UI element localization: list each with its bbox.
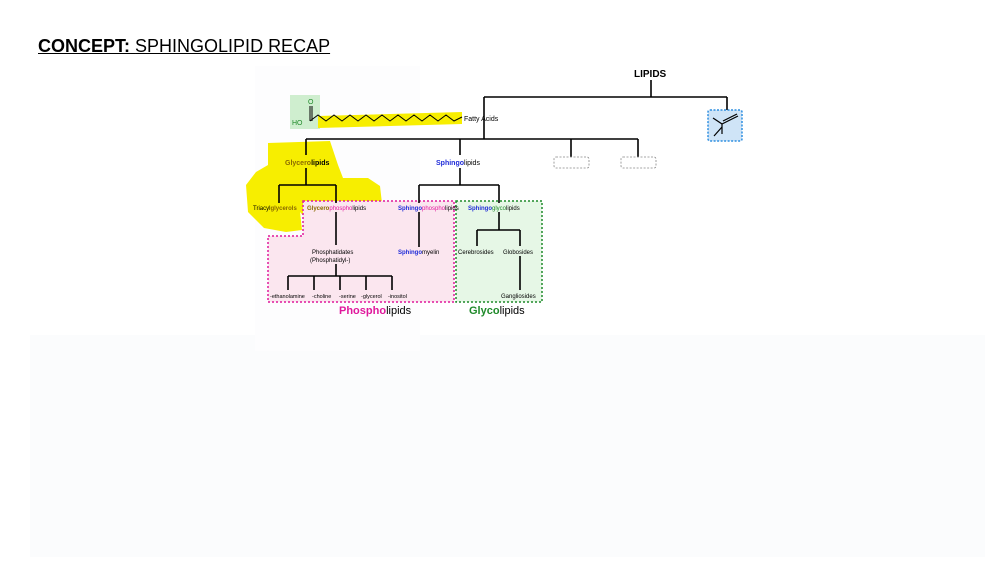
fatty-acids-label: Fatty Acids — [464, 116, 499, 123]
tree-connectors — [278, 80, 728, 290]
headgroup-glycerol: -glycerol — [361, 294, 382, 300]
phosphatidates-label: Phosphatidates — [312, 250, 353, 256]
headgroup-inositol: -inositol — [388, 294, 407, 300]
headgroup-ethanolamine: -ethanolamine — [270, 294, 305, 300]
gangliosides-label: Gangliosides — [501, 294, 536, 300]
glycerolipids-label: Glycerolipids — [285, 160, 329, 167]
globosides-label: Globosides — [503, 250, 533, 256]
root-lipids-label: LIPIDS — [634, 69, 667, 80]
glycerophospholipids-label: Glycerophospholipids — [307, 206, 366, 212]
cerebrosides-label: Cerebrosides — [458, 250, 494, 256]
headgroup-serine: -serine — [339, 294, 356, 300]
concept-title: SPHINGOLIPID RECAP — [135, 36, 331, 56]
glycolipids-group-label: Glycolipids — [469, 305, 525, 317]
isoprene-icon — [712, 113, 739, 137]
phosphatidyl-label: (Phosphatidyl-) — [310, 258, 350, 264]
blank-category-box-2 — [620, 156, 657, 169]
headgroup-choline: -choline — [312, 294, 331, 300]
sphingoglycolipids-label: Sphingoglycolipids — [468, 206, 520, 212]
fatty-acid-chain-highlight — [318, 112, 462, 128]
sphingolipids-label: Sphingolipids — [436, 160, 480, 167]
sphingophospholipids-label: Sphingophospholipids — [398, 206, 459, 212]
oxygen-atom: O — [308, 99, 314, 106]
phospholipids-group-label: Phospholipids — [339, 305, 412, 317]
page-title: CONCEPT: SPHINGOLIPID RECAP — [38, 36, 330, 57]
hydroxyl-group: HO — [292, 120, 303, 127]
sphingomyelin-label: Sphingomyelin — [398, 250, 439, 256]
blank-note-area — [30, 335, 985, 557]
fatty-acid-chain-icon — [309, 114, 463, 122]
fatty-acid-head-box — [290, 95, 320, 129]
concept-label: CONCEPT: — [38, 36, 131, 56]
triacylglycerols-label: Triacylglycerols — [253, 206, 297, 212]
blank-category-box-1 — [553, 156, 590, 169]
